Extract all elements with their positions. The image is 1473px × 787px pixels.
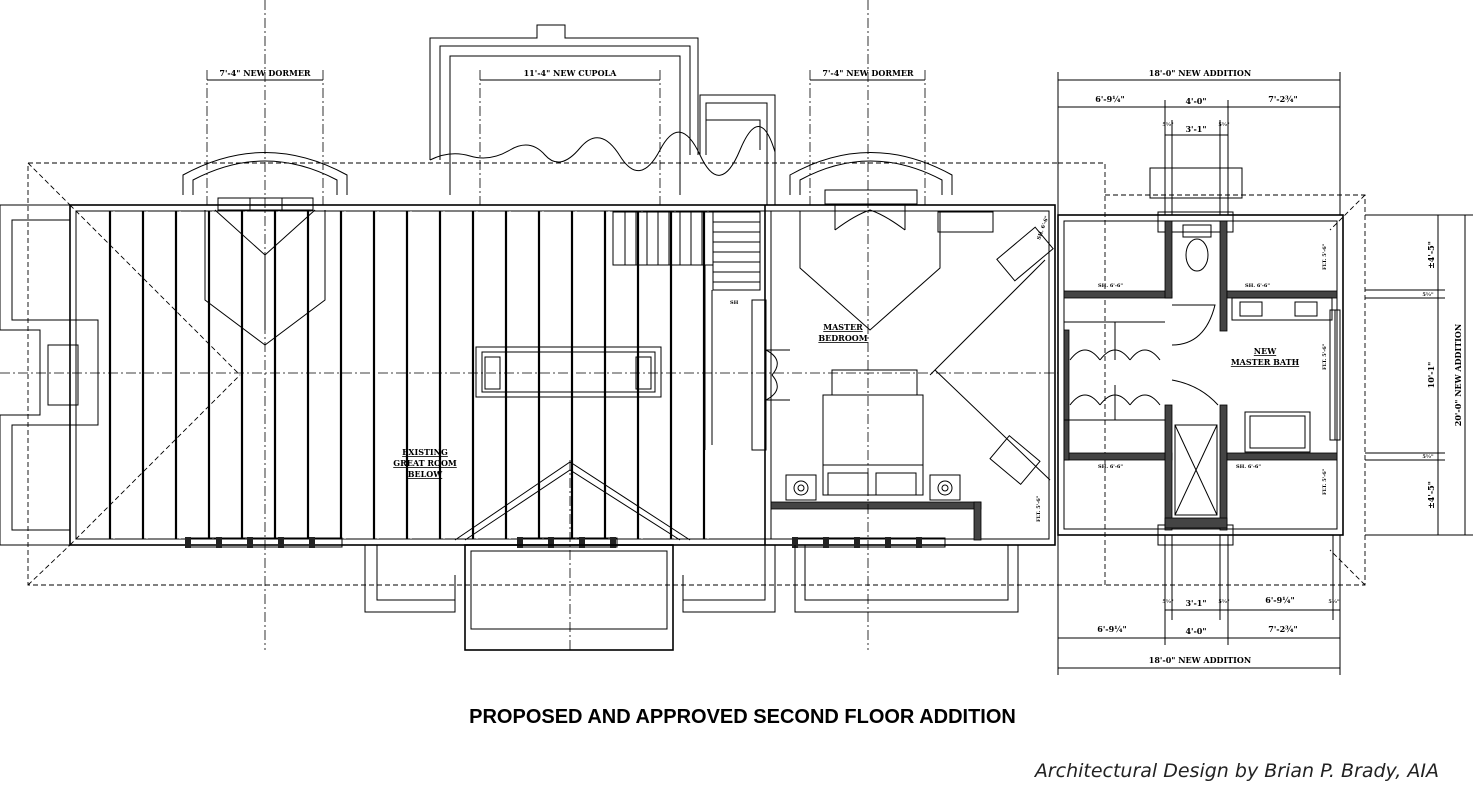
dim-addition-side: 20'-0" NEW ADDITION	[1453, 324, 1463, 426]
window-mullion	[278, 537, 284, 548]
note-flt-3: FLT. 5'-6"	[1322, 468, 1328, 495]
window-mullion	[579, 537, 585, 548]
main-house-walls	[69, 204, 1056, 546]
note-flt-2: FLT. 5'-6"	[1322, 343, 1328, 370]
label-great-room-1: EXISTING	[402, 447, 448, 457]
note-sh-mark: SH	[730, 300, 739, 306]
dim-top-right: 7'-2¾"	[1268, 94, 1297, 104]
dim-bot-left: 6'-9¼"	[1097, 624, 1126, 634]
window-mullion	[216, 537, 222, 548]
dim-bot-mid: 4'-0"	[1185, 626, 1206, 636]
dimension-lines	[206, 0, 1473, 675]
dim-side-bot: ±4'-5"	[1426, 481, 1436, 509]
window-mullion	[610, 537, 616, 548]
window-mullion	[792, 537, 798, 548]
dim-dormer-right: 7'-4" NEW DORMER	[822, 68, 914, 78]
window-mullion	[854, 537, 860, 548]
note-flt-4: FLT. 5'-6"	[1036, 495, 1042, 522]
bed	[785, 369, 961, 501]
dim-bot-right-a: 6'-9¼"	[1265, 595, 1294, 605]
architect-credit: Architectural Design by Brian P. Brady, …	[1034, 760, 1439, 782]
roof-outline	[27, 162, 1366, 586]
dim-side-mid: 10'-1"	[1426, 362, 1436, 389]
window-mullion	[823, 537, 829, 548]
window-mullion	[885, 537, 891, 548]
note-shelf-2: SH. 6'-6"	[1245, 283, 1270, 289]
dim-top-small-l: 5½"	[1162, 121, 1174, 128]
note-flt-1: FLT. 5'-6"	[1322, 243, 1328, 270]
stair	[612, 211, 761, 450]
dim-addition-top: 18'-0" NEW ADDITION	[1149, 68, 1251, 78]
dim-bot-small-r: 5½"	[1218, 598, 1230, 605]
cupola	[429, 24, 776, 205]
floor-plan-drawing: 7'-4" NEW DORMER 11'-4" NEW CUPOLA 7'-4"…	[0, 0, 1473, 675]
dim-dormer-left: 7'-4" NEW DORMER	[219, 68, 311, 78]
bedroom-walls	[770, 501, 982, 541]
chairs	[937, 211, 1054, 486]
label-great-room-2: GREAT ROOM	[393, 458, 457, 468]
notes: SH. 6'-6" SH. 6'-6" SH. 6'-6" SH. 6'-6" …	[730, 215, 1328, 522]
porch	[364, 544, 1019, 651]
dim-bot-small-l: 5½"	[1162, 598, 1174, 605]
dim-top-inner: 3'-1"	[1185, 124, 1206, 134]
dim-side-small-t: 5½"	[1422, 291, 1434, 298]
label-master-bath-2: MASTER BATH	[1231, 357, 1300, 367]
new-addition	[1057, 167, 1344, 546]
dim-addition-bottom: 18'-0" NEW ADDITION	[1149, 655, 1251, 665]
note-shelf-3: SH. 6'-6"	[1098, 464, 1123, 470]
note-shelf-1: SH. 6'-6"	[1098, 283, 1123, 289]
label-master-bedroom-1: MASTER	[823, 322, 863, 332]
dim-side-small-b: 5½"	[1422, 453, 1434, 460]
window-mullion	[185, 537, 191, 548]
label-master-bath-1: NEW	[1254, 346, 1277, 356]
dim-top-small-r: 5½"	[1218, 121, 1230, 128]
label-great-room-3: BELOW	[408, 469, 443, 479]
window-mullion	[247, 537, 253, 548]
window-mullion	[916, 537, 922, 548]
closet-doors	[751, 299, 790, 451]
hip-lines	[0, 204, 1058, 546]
dim-bot-inner: 3'-1"	[1185, 598, 1206, 608]
dim-top-mid: 4'-0"	[1185, 96, 1206, 106]
window-mullion	[548, 537, 554, 548]
left-bays	[0, 204, 99, 546]
dim-cupola: 11'-4" NEW CUPOLA	[524, 68, 618, 78]
room-labels: EXISTING GREAT ROOM BELOW MASTER BEDROOM…	[393, 322, 1299, 479]
dormer-right	[789, 152, 1051, 481]
dimension-labels: 7'-4" NEW DORMER 11'-4" NEW CUPOLA 7'-4"…	[219, 68, 1463, 665]
dim-top-left: 6'-9¼"	[1095, 94, 1124, 104]
dim-side-top: ±4'-5"	[1426, 241, 1436, 269]
dim-bot-small-rr: 5½"	[1328, 598, 1340, 605]
label-master-bedroom-2: BEDROOM	[818, 333, 867, 343]
note-shelf-4: SH. 6'-6"	[1236, 464, 1261, 470]
drawing-title: PROPOSED AND APPROVED SECOND FLOOR ADDIT…	[469, 706, 1016, 728]
window-mullion	[517, 537, 523, 548]
skylight	[475, 346, 662, 398]
rafters	[108, 211, 709, 539]
window-mullion	[309, 537, 315, 548]
dim-bot-right: 7'-2¾"	[1268, 624, 1297, 634]
